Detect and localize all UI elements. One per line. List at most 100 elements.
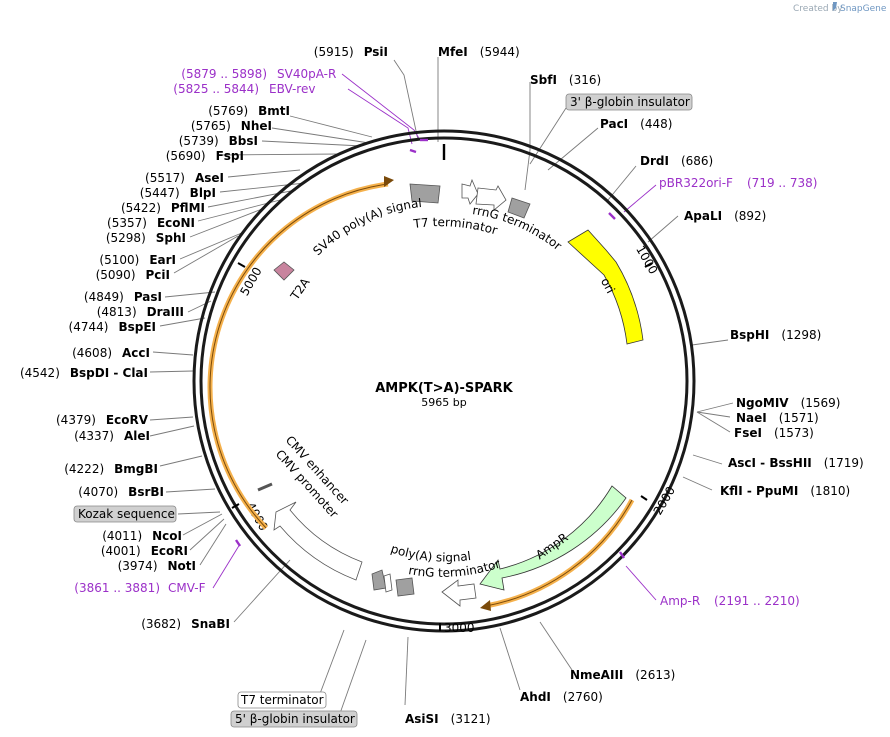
site-bsphi[interactable]: BspHI(1298) (730, 328, 821, 342)
primer-amp-r-pos: (2191 .. 2210) (714, 594, 800, 608)
orange-arc-left-core (209, 183, 389, 529)
backbone-outer-ring (192, 129, 696, 633)
site-drdi[interactable]: DrdI(686) (640, 154, 713, 168)
site-pflmi[interactable]: (5422)PflMI (121, 201, 205, 215)
svg-text:(5298)SphI: (5298)SphI (106, 231, 186, 245)
primer-pbr322ori-f-pos: (719 .. 738) (747, 176, 817, 190)
svg-text:(3974)NotI: (3974)NotI (118, 559, 196, 573)
primer-sv40pa-r-name[interactable]: SV40pA-R (277, 67, 336, 81)
site-eari[interactable]: (5100)EarI (99, 253, 176, 267)
boxed-label-t7-terminator[interactable]: T7 terminator (237, 691, 327, 709)
svg-text:(4744)BspEI: (4744)BspEI (69, 320, 156, 334)
svg-text:(3682)SnaBI: (3682)SnaBI (141, 617, 230, 631)
feature-t2a-label: T2A (287, 275, 313, 303)
site-bbsi[interactable]: (5739)BbsI (179, 134, 258, 148)
plasmid-length: 5965 bp (421, 396, 466, 409)
svg-text:(5090)PciI: (5090)PciI (96, 268, 170, 282)
svg-text:(5915)PsiI: (5915)PsiI (314, 45, 388, 59)
svg-text:AscI - BssHII(1719): AscI - BssHII(1719) (728, 456, 864, 470)
site-alei[interactable]: (4337)AleI (74, 429, 150, 443)
site-nmeaiii[interactable]: NmeAIII(2613) (570, 668, 675, 682)
site-bspdi-clai[interactable]: (4542)BspDI - ClaI (20, 366, 148, 380)
site-asei[interactable]: (5517)AseI (145, 171, 224, 185)
site-ngomiv[interactable]: NgoMIV(1569) (736, 396, 840, 410)
site-bmti[interactable]: (5769)BmtI (208, 104, 290, 118)
site-blpi[interactable]: (5447)BlpI (140, 186, 216, 200)
primer-sv40pa-r-pos: (5879 .. 5898) (181, 67, 267, 81)
boxed-label-kozak[interactable]: Kozak sequence (73, 505, 177, 523)
svg-text:BspHI(1298): BspHI(1298) (730, 328, 821, 342)
site-asci-bsshii[interactable]: AscI - BssHII(1719) (728, 456, 864, 470)
primer-site-marks (235, 138, 625, 559)
site-bmgbi[interactable]: (4222)BmgBI (64, 462, 158, 476)
svg-text:(5100)EarI: (5100)EarI (99, 253, 176, 267)
svg-text:MfeI(5944): MfeI(5944) (438, 45, 520, 59)
site-paci[interactable]: PacI(448) (600, 117, 672, 131)
site-fsei[interactable]: FseI(1573) (734, 426, 814, 440)
plasmid-name: AMPK(T>A)-SPARK (375, 381, 513, 396)
site-snabi[interactable]: (3682)SnaBI (141, 617, 230, 631)
site-asisi[interactable]: AsiSI(3121) (405, 712, 491, 726)
svg-text:KflI - PpuMI(1810): KflI - PpuMI(1810) (720, 484, 850, 498)
boxed-label-5-beta-globin[interactable]: 5' β-globin insulator (230, 710, 358, 728)
feature-polya-small-arrow (383, 573, 393, 593)
scale-ticks (231, 262, 653, 631)
site-ncoi[interactable]: (4011)NcoI (102, 529, 182, 543)
site-sphi[interactable]: (5298)SphI (106, 231, 186, 245)
svg-text:(5690)FspI: (5690)FspI (166, 149, 244, 163)
svg-text:FseI(1573): FseI(1573) (734, 426, 814, 440)
primer-ebv-rev-pos: (5825 .. 5844) (173, 82, 259, 96)
svg-text:(4813)DraIII: (4813)DraIII (97, 305, 184, 319)
site-pasi[interactable]: (4849)PasI (84, 290, 162, 304)
svg-text:3' β-globin insulator: 3' β-globin insulator (570, 95, 690, 109)
site-mfei[interactable]: MfeI(5944) (438, 45, 520, 59)
site-acci[interactable]: (4608)AccI (72, 346, 150, 360)
feature-cmv-promoter-arrow (273, 501, 363, 581)
feature-rrng-small-arrow (461, 178, 479, 205)
site-naei[interactable]: NaeI(1571) (736, 411, 819, 425)
site-psii[interactable]: (5915)PsiI (314, 45, 388, 59)
site-nhei[interactable]: (5765)NheI (191, 119, 272, 133)
backbone-inner-ring (199, 136, 689, 626)
svg-text:(4608)AccI: (4608)AccI (72, 346, 150, 360)
site-fspi[interactable]: (5690)FspI (166, 149, 244, 163)
site-bsrbi[interactable]: (4070)BsrBI (78, 485, 164, 499)
primer-amp-r-name[interactable]: Amp-R (660, 594, 700, 608)
site-ecori[interactable]: (4001)EcoRI (101, 544, 188, 558)
svg-text:AhdI(2760): AhdI(2760) (520, 690, 603, 704)
site-econi[interactable]: (5357)EcoNI (107, 216, 195, 230)
svg-text:(4222)BmgBI: (4222)BmgBI (64, 462, 158, 476)
feature-sv40-polya-box (409, 183, 441, 204)
svg-text:(5447)BlpI: (5447)BlpI (140, 186, 216, 200)
feature-ampr-arrow (479, 485, 627, 591)
svg-text:SbfI(316): SbfI(316) (530, 73, 601, 87)
svg-text:(4070)BsrBI: (4070)BsrBI (78, 485, 164, 499)
svg-text:PacI(448): PacI(448) (600, 117, 672, 131)
site-kfli-ppumi[interactable]: KflI - PpuMI(1810) (720, 484, 850, 498)
primer-cmv-f-name[interactable]: CMV-F (168, 581, 206, 595)
site-apali[interactable]: ApaLI(892) (684, 209, 766, 223)
svg-text:NmeAIII(2613): NmeAIII(2613) (570, 668, 675, 682)
site-pcii[interactable]: (5090)PciI (96, 268, 170, 282)
site-ahdi[interactable]: AhdI(2760) (520, 690, 603, 704)
feature-polya-box-2 (395, 577, 415, 597)
credit-brand: SnapGene (840, 4, 887, 14)
site-draiii[interactable]: (4813)DraIII (97, 305, 184, 319)
svg-text:AsiSI(3121): AsiSI(3121) (405, 712, 491, 726)
site-bspei[interactable]: (4744)BspEI (69, 320, 156, 334)
boxed-label-3-beta-globin[interactable]: 3' β-globin insulator (565, 93, 693, 111)
svg-text:(5765)NheI: (5765)NheI (191, 119, 272, 133)
svg-text:(4849)PasI: (4849)PasI (84, 290, 162, 304)
feature-sv40-polya-label: SV40 poly(A) signal (310, 196, 422, 258)
site-sbfi[interactable]: SbfI(316) (530, 73, 601, 87)
primer-ebv-rev-name[interactable]: EBV-rev (269, 82, 315, 96)
orange-arc-left-arrow-icon (384, 176, 394, 187)
feature-ori-arrow (567, 229, 644, 345)
svg-text:DrdI(686): DrdI(686) (640, 154, 713, 168)
svg-text:ApaLI(892): ApaLI(892) (684, 209, 766, 223)
site-noti[interactable]: (3974)NotI (118, 559, 196, 573)
primer-pbr322ori-f-name[interactable]: pBR322ori-F (659, 176, 733, 190)
feature-ori-label: ori (598, 275, 618, 295)
site-ecorv[interactable]: (4379)EcoRV (56, 413, 149, 427)
svg-text:5' β-globin insulator: 5' β-globin insulator (235, 712, 355, 726)
